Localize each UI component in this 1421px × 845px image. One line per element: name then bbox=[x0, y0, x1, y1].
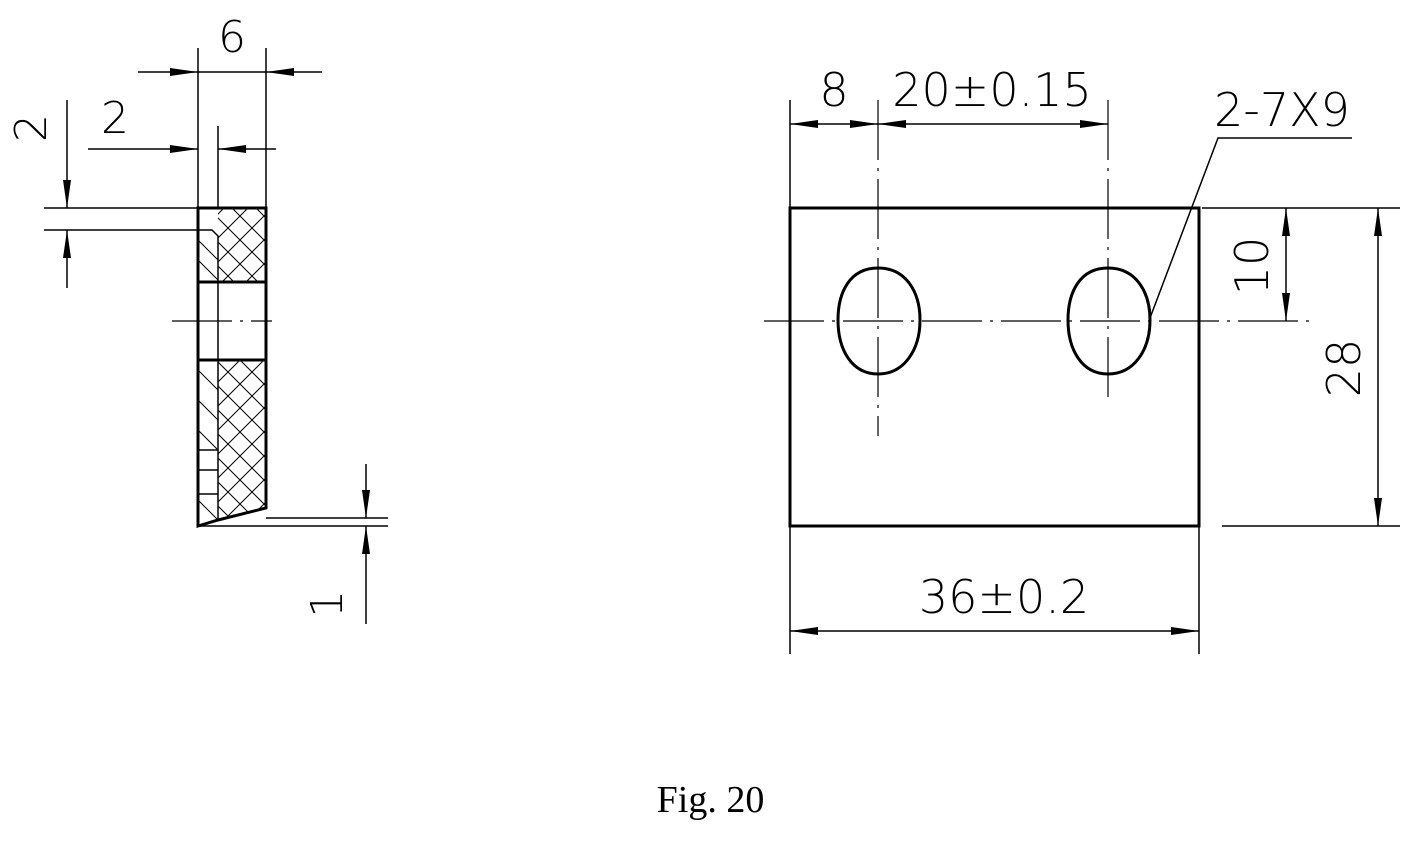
dim-side-step-height: 2 bbox=[6, 114, 57, 142]
hatch-left-strip bbox=[197, 239, 219, 521]
dim-height: 28 bbox=[1317, 339, 1371, 398]
hole-spec-leader bbox=[1149, 137, 1352, 319]
dim-hole-spacing: 20±0.15 bbox=[892, 63, 1092, 117]
figure-caption: Fig. 20 bbox=[656, 779, 765, 821]
side-view: 6 2 2 1 bbox=[6, 12, 388, 624]
dim-left-offset: 8 bbox=[819, 63, 848, 117]
dim-side-width: 6 bbox=[218, 12, 246, 63]
hatch-bottom bbox=[218, 360, 266, 520]
dim-side-step-width: 2 bbox=[101, 93, 129, 144]
dim-center-height: 10 bbox=[1225, 237, 1279, 296]
hatch-top bbox=[218, 208, 266, 282]
dim-side-chamfer: 1 bbox=[302, 590, 353, 618]
front-view: 8 20±0.15 2-7X9 10 28 36±0.2 bbox=[764, 63, 1400, 654]
dim-hole-spec: 2-7X9 bbox=[1214, 83, 1350, 137]
plate-outline bbox=[788, 206, 1201, 528]
dim-width: 36±0.2 bbox=[919, 570, 1089, 624]
side-view-notch bbox=[198, 449, 218, 495]
side-view-step-line bbox=[198, 229, 219, 520]
